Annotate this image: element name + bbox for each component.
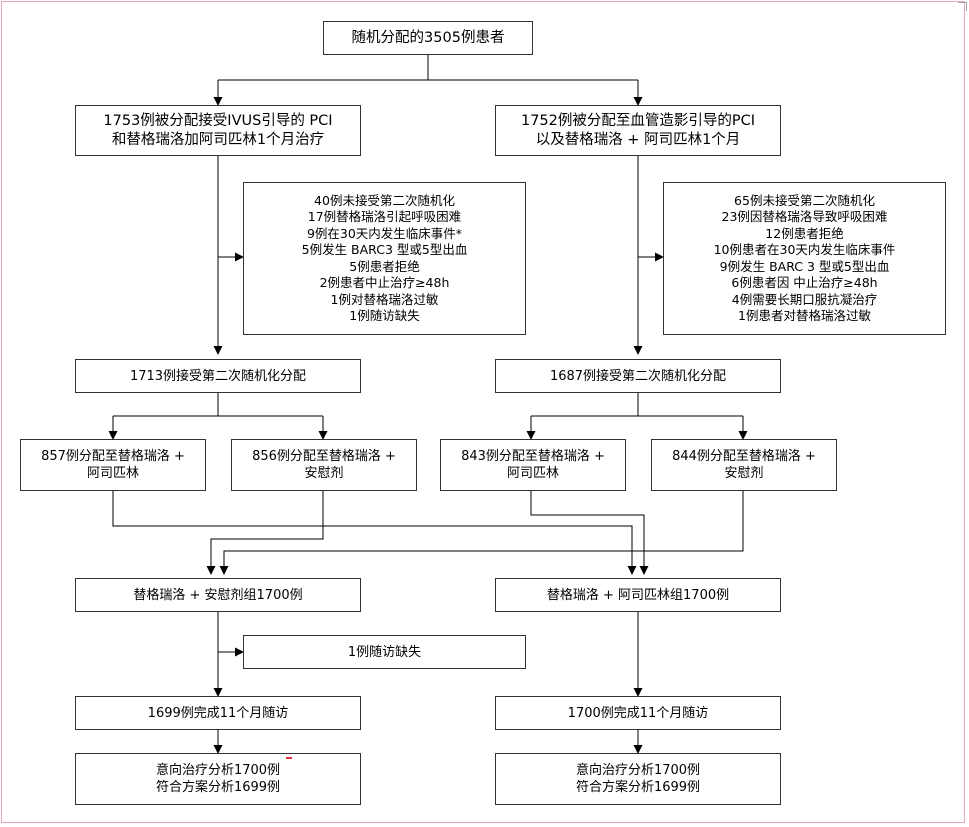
- line-ivus-second-down: [217, 393, 323, 417]
- sub-a-box: 857例分配至替格瑞洛 + 阿司匹林: [20, 439, 206, 491]
- aspirin-itt-text: 意向治疗分析1700例: [575, 763, 701, 778]
- placebo-group-text: 替格瑞洛 + 安慰剂组1700例: [133, 587, 303, 603]
- line-sub-a-to-aspirin: [112, 491, 637, 575]
- line-angio-second-down: [637, 393, 743, 417]
- ivus-excluded-item: 1例对替格瑞洛过敏: [330, 291, 439, 307]
- angio-excluded-item: 1例患者对替格瑞洛过敏: [738, 308, 871, 323]
- ivus-excluded-item: 5例发生 BARC3 型或5型出血: [301, 242, 468, 257]
- ivus-group-line2: 和替格瑞洛加阿司匹林1个月治疗: [111, 131, 325, 148]
- red-edit-mark: [286, 757, 292, 759]
- angio-excluded-item: 4例需要长期口服抗凝治疗: [731, 291, 878, 307]
- aspirin-followup-text: 1700例完成11个月随访: [567, 705, 709, 721]
- randomized-text: 随机分配的3505例患者: [351, 29, 505, 46]
- ivus-excluded-item: 2例患者中止治疗≥48h: [319, 275, 450, 290]
- angio-excluded-item: 23例因替格瑞洛导致呼吸困难: [721, 209, 888, 224]
- sub-b-line2: 安慰剂: [304, 466, 344, 481]
- line-sub-d-to-placebo: [219, 491, 744, 575]
- ivus-excluded-item: 1例随访缺失: [349, 308, 420, 323]
- ivus-excluded-box: 40例未接受第二次随机化 17例替格瑞洛引起呼吸困难 9例在30天内发生临床事件…: [243, 182, 526, 335]
- line-sub-c-to-aspirin: [530, 491, 649, 575]
- angio-group-line1: 1752例被分配至血管造影引导的PCI: [520, 112, 756, 129]
- angio-second-box: 1687例接受第二次随机化分配: [495, 359, 781, 393]
- sub-b-line1: 856例分配至替格瑞洛 +: [252, 449, 396, 464]
- sub-a-line2: 阿司匹林: [86, 466, 139, 481]
- aspirin-group-text: 替格瑞洛 + 阿司匹林组1700例: [546, 587, 730, 603]
- aspirin-pp-text: 符合方案分析1699例: [575, 780, 701, 795]
- ivus-excluded-item: 5例患者拒绝: [349, 258, 420, 274]
- aspirin-followup-box: 1700例完成11个月随访: [495, 696, 781, 730]
- angio-excluded-box: 65例未接受第二次随机化 23例因替格瑞洛导致呼吸困难 12例患者拒绝 10例患…: [663, 182, 946, 335]
- sub-c-box: 843例分配至替格瑞洛 + 阿司匹林: [440, 439, 626, 491]
- randomized-box: 随机分配的3505例患者: [323, 21, 533, 55]
- lost-followup-box: 1例随访缺失: [243, 635, 526, 669]
- angio-excluded-item: 12例患者拒绝: [765, 225, 844, 241]
- angio-excluded-item: 65例未接受第二次随机化: [734, 192, 875, 208]
- ivus-group-line1: 1753例被分配接受IVUS引导的 PCI: [103, 112, 333, 129]
- sub-c-line1: 843例分配至替格瑞洛 +: [461, 449, 605, 464]
- ivus-excluded-item: 9例在30天内发生临床事件*: [306, 225, 463, 241]
- angio-group-line2: 以及替格瑞洛 + 阿司匹林1个月: [535, 131, 741, 148]
- angio-excluded-item: 6例患者因 中止治疗≥48h: [731, 275, 878, 290]
- placebo-followup-box: 1699例完成11个月随访: [75, 696, 361, 730]
- line-sub-b-to-placebo: [206, 491, 324, 575]
- sub-d-box: 844例分配至替格瑞洛 + 安慰剂: [651, 439, 837, 491]
- sub-d-line2: 安慰剂: [724, 466, 764, 481]
- placebo-group-box: 替格瑞洛 + 安慰剂组1700例: [75, 578, 361, 612]
- ivus-second-box: 1713例接受第二次随机化分配: [75, 359, 361, 393]
- corner-mark: [958, 2, 967, 11]
- sub-d-line1: 844例分配至替格瑞洛 +: [672, 449, 816, 464]
- angio-excluded-item: 9例发生 BARC 3 型或5型出血: [719, 258, 890, 274]
- angio-excluded-item: 10例患者在30天内发生临床事件: [713, 242, 896, 257]
- angio-group-box: 1752例被分配至血管造影引导的PCI 以及替格瑞洛 + 阿司匹林1个月: [495, 105, 781, 156]
- aspirin-group-box: 替格瑞洛 + 阿司匹林组1700例: [495, 578, 781, 612]
- aspirin-analysis-box: 意向治疗分析1700例 符合方案分析1699例: [495, 753, 781, 805]
- placebo-followup-text: 1699例完成11个月随访: [147, 705, 289, 721]
- arrow-to-sub-c: [531, 415, 638, 439]
- sub-c-line2: 阿司匹林: [506, 466, 559, 481]
- arrow-to-sub-a: [113, 415, 218, 439]
- ivus-excluded-item: 17例替格瑞洛引起呼吸困难: [307, 209, 462, 224]
- ivus-excluded-item: 40例未接受第二次随机化: [314, 192, 455, 208]
- sub-a-line1: 857例分配至替格瑞洛 +: [41, 449, 185, 464]
- angio-second-text: 1687例接受第二次随机化分配: [549, 368, 727, 384]
- lost-followup-text: 1例随访缺失: [347, 644, 422, 660]
- ivus-second-text: 1713例接受第二次随机化分配: [129, 368, 307, 384]
- placebo-analysis-box: 意向治疗分析1700例 符合方案分析1699例: [75, 753, 361, 805]
- placebo-itt-text: 意向治疗分析1700例: [155, 763, 281, 778]
- ivus-group-box: 1753例被分配接受IVUS引导的 PCI 和替格瑞洛加阿司匹林1个月治疗: [75, 105, 361, 156]
- placebo-pp-text: 符合方案分析1699例: [155, 780, 281, 795]
- sub-b-box: 856例分配至替格瑞洛 + 安慰剂: [231, 439, 417, 491]
